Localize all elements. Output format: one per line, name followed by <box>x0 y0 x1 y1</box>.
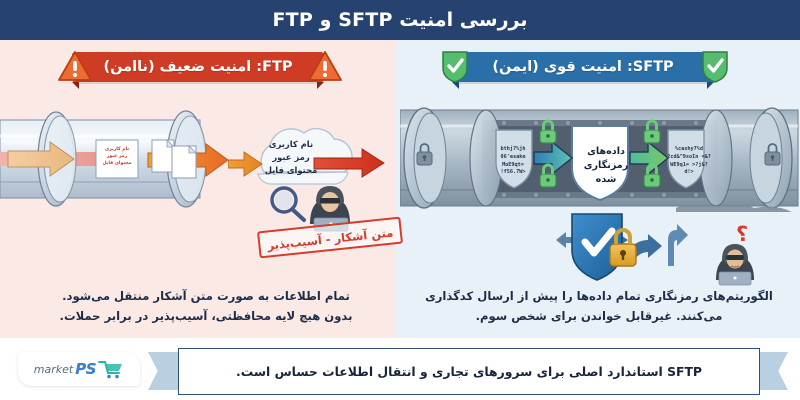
caption-sftp: الگوریتم‌های رمزنگاری تمام داده‌ها را پی… <box>424 286 774 327</box>
cipher-text-right: %cashy7%d 2cd&^9soIn =&?WE9q1= >?j&?d!> <box>666 146 712 177</box>
banner-sftp: SFTP: امنیت قوی (ایمن) <box>452 52 714 89</box>
warning-triangle-icon-right <box>308 51 342 81</box>
caption-ftp-line-1: تمام اطلاعات به صورت متن آشکار منتقل می‌… <box>62 289 350 303</box>
encrypted-data-label: داده‌های رمزنگاری شده <box>572 145 640 187</box>
ftp-pipe-illustration <box>0 110 229 208</box>
ribbon-text: SFTP استاندارد اصلی برای سرورهای تجاری و… <box>236 364 702 379</box>
ftp-cloud-hacker-illustration <box>228 127 385 232</box>
caption-ftp: تمام اطلاعات به صورت متن آشکار منتقل می‌… <box>36 286 376 327</box>
shield-check-icon-left <box>442 51 468 83</box>
cipher-text-left: bthj7%jh 06'esake MoE9qt= !f56.7W> <box>492 146 534 177</box>
doc-line-3: محتوای فایل <box>102 160 132 166</box>
encrypted-lock-4 <box>643 163 661 188</box>
cloud-line-2: رمز عبور <box>272 152 310 163</box>
enc-line-1: داده‌های <box>587 146 625 157</box>
tunnel-lock-right <box>764 143 781 166</box>
logo-name: PS <box>75 360 97 378</box>
warning-triangle-icon-left <box>58 51 92 81</box>
banner-sftp-label: SFTP: امنیت قوی (ایمن) <box>492 59 674 75</box>
caption-sftp-line-1: الگوریتم‌های رمزنگاری تمام داده‌ها را پی… <box>425 289 773 303</box>
page-title-bar: بررسی امنیت SFTP و FTP <box>0 0 800 40</box>
shield-check-icon-right <box>702 51 728 83</box>
encrypted-lock-2 <box>539 163 557 188</box>
banner-ftp: FTP: امنیت ضعیف (ناامن) <box>72 52 324 89</box>
encrypted-lock-1 <box>539 119 557 144</box>
tunnel-lock-left <box>416 143 433 166</box>
footer-ribbon: SFTP استاندارد اصلی برای سرورهای تجاری و… <box>148 348 788 395</box>
ftp-pipe-document-text: نام کاربری رمز عبور محتوای فایل <box>98 147 136 168</box>
encrypted-lock-3 <box>643 119 661 144</box>
question-mark-icon: ؟ <box>736 222 749 246</box>
ftp-cloud-text: نام کاربری رمز عبور محتوای فایل <box>247 138 335 177</box>
enc-line-2: رمزنگاری <box>583 159 629 171</box>
cipher-left-value: bthj7%jh 06'esake MoE9qt= !f56.7W> <box>500 146 526 176</box>
brand-logo[interactable]: PS market <box>18 352 140 386</box>
cloud-line-1: نام کاربری <box>268 139 314 149</box>
doc-line-1: نام کاربری <box>104 147 130 152</box>
enc-line-3: شده <box>595 173 617 185</box>
ribbon-body: SFTP استاندارد اصلی برای سرورهای تجاری و… <box>178 348 760 395</box>
cipher-right-value: %cashy7%d 2cd&^9soIn =&?WE9q1= >?j&?d!> <box>667 146 711 176</box>
caption-sftp-line-2: می‌کنند. غیرقابل خواندن برای شخص سوم. <box>475 309 723 324</box>
banner-ftp-label: FTP: امنیت ضعیف (ناامن) <box>103 59 293 75</box>
page-title: بررسی امنیت SFTP و FTP <box>272 9 528 31</box>
sftp-tunnel-illustration <box>400 107 799 209</box>
cloud-line-3: محتوای فایل <box>264 165 318 176</box>
logo-sub: market <box>33 362 74 376</box>
sftp-defense-illustration <box>556 206 792 286</box>
shopping-cart-icon <box>98 361 123 379</box>
doc-line-2: رمز عبور <box>106 153 128 159</box>
caption-ftp-line-2: بدون هیچ لایه محافظتی، آسیب‌پذیر در براب… <box>59 309 353 324</box>
